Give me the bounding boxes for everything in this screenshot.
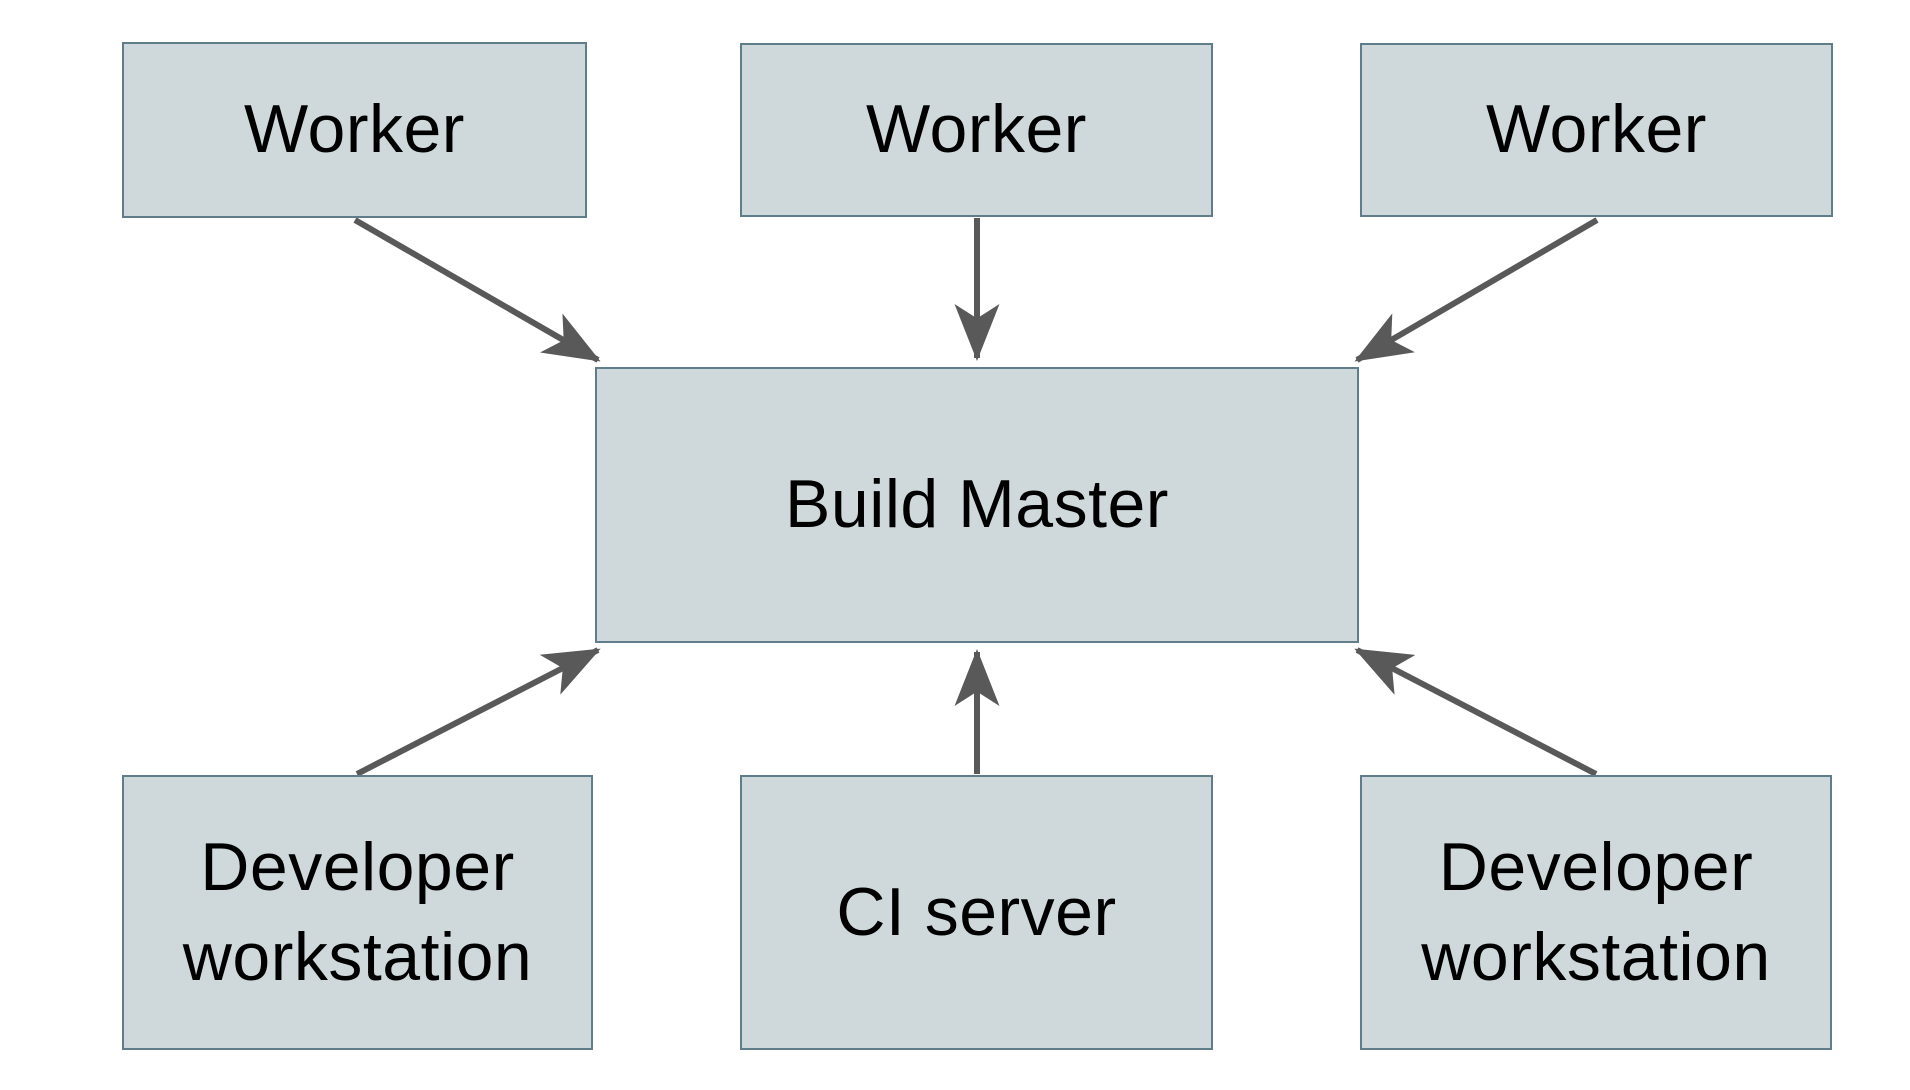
node-dev-workstation-left-label: Developer workstation — [182, 828, 533, 995]
node-build-master: Build Master — [595, 367, 1359, 643]
node-ci-server-label: CI server — [836, 873, 1117, 950]
node-worker-2: Worker — [740, 43, 1213, 217]
node-ci-server: CI server — [740, 775, 1213, 1050]
arrow-worker-3-to-build-master — [1354, 217, 1599, 363]
node-worker-2-label: Worker — [866, 91, 1087, 168]
arrow-dev-workstation-left-to-build-master — [355, 647, 601, 777]
node-build-master-label: Build Master — [785, 466, 1169, 543]
node-worker-3: Worker — [1360, 43, 1833, 217]
node-dev-workstation-left: Developer workstation — [122, 775, 593, 1050]
node-dev-workstation-right-label: Developer workstation — [1421, 828, 1771, 995]
node-worker-3-label: Worker — [1486, 91, 1707, 168]
node-dev-workstation-right: Developer workstation — [1360, 775, 1832, 1050]
arrow-dev-workstation-right-to-build-master — [1354, 647, 1598, 777]
node-worker-1-label: Worker — [244, 91, 465, 168]
node-worker-1: Worker — [122, 42, 587, 218]
arrow-worker-1-to-build-master — [353, 217, 601, 363]
